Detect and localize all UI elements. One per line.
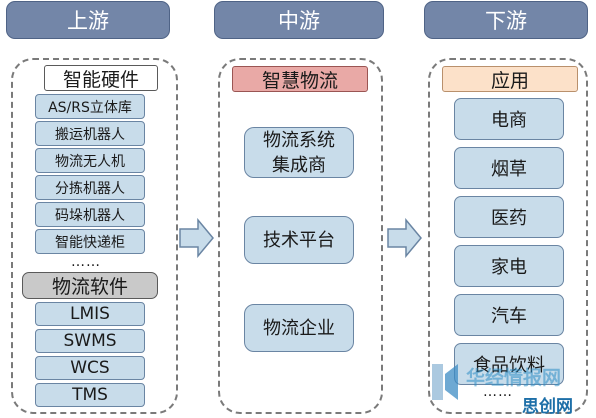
software-title: 物流软件: [22, 272, 158, 299]
software-item-lmis: LMIS: [35, 302, 145, 326]
arrow-midstream-to-downstream-icon: [387, 218, 422, 258]
downstream-item-tobacco: 烟草: [454, 147, 564, 189]
midstream-item-logistics-company: 物流企业: [244, 304, 354, 352]
watermark-name: 华经情报网: [466, 367, 562, 389]
midstream-column: [218, 58, 383, 414]
watermark-sub: 思创网: [522, 397, 573, 417]
hardware-title: 智能硬件: [44, 65, 158, 91]
software-item-wcs: WCS: [35, 356, 145, 380]
midstream-item-integrator-line2: 集成商: [272, 154, 326, 176]
midstream-item-integrator: 物流系统 集成商: [244, 127, 354, 178]
midstream-title: 智慧物流: [232, 66, 368, 92]
hardware-item-drone: 物流无人机: [35, 148, 145, 173]
downstream-more: ……: [483, 384, 513, 400]
hardware-item-palletizing-robot: 码垛机器人: [35, 202, 145, 227]
downstream-item-ecommerce: 电商: [454, 98, 564, 140]
downstream-column: [428, 58, 588, 414]
hardware-item-asrs: AS/RS立体库: [35, 94, 145, 119]
downstream-item-auto: 汽车: [454, 294, 564, 336]
midstream-header: 中游: [214, 1, 384, 39]
hardware-item-smart-locker: 智能快递柜: [35, 229, 145, 254]
downstream-item-food-beverage: 食品饮料: [454, 343, 564, 385]
downstream-item-pharma: 医药: [454, 196, 564, 238]
upstream-column: [11, 58, 178, 414]
downstream-title: 应用: [442, 66, 578, 92]
software-item-swms: SWMS: [35, 329, 145, 353]
hardware-more: ……: [71, 254, 101, 270]
hardware-item-handling-robot: 搬运机器人: [35, 121, 145, 146]
downstream-header: 下游: [424, 1, 588, 39]
software-item-tms: TMS: [35, 383, 145, 407]
hardware-item-sorting-robot: 分拣机器人: [35, 175, 145, 200]
watermark-logo-icon: [432, 364, 458, 400]
arrow-upstream-to-midstream-icon: [179, 218, 214, 258]
downstream-item-appliance: 家电: [454, 245, 564, 287]
midstream-item-tech-platform: 技术平台: [244, 216, 354, 264]
upstream-header: 上游: [6, 1, 170, 39]
midstream-item-integrator-line1: 物流系统: [263, 129, 335, 151]
